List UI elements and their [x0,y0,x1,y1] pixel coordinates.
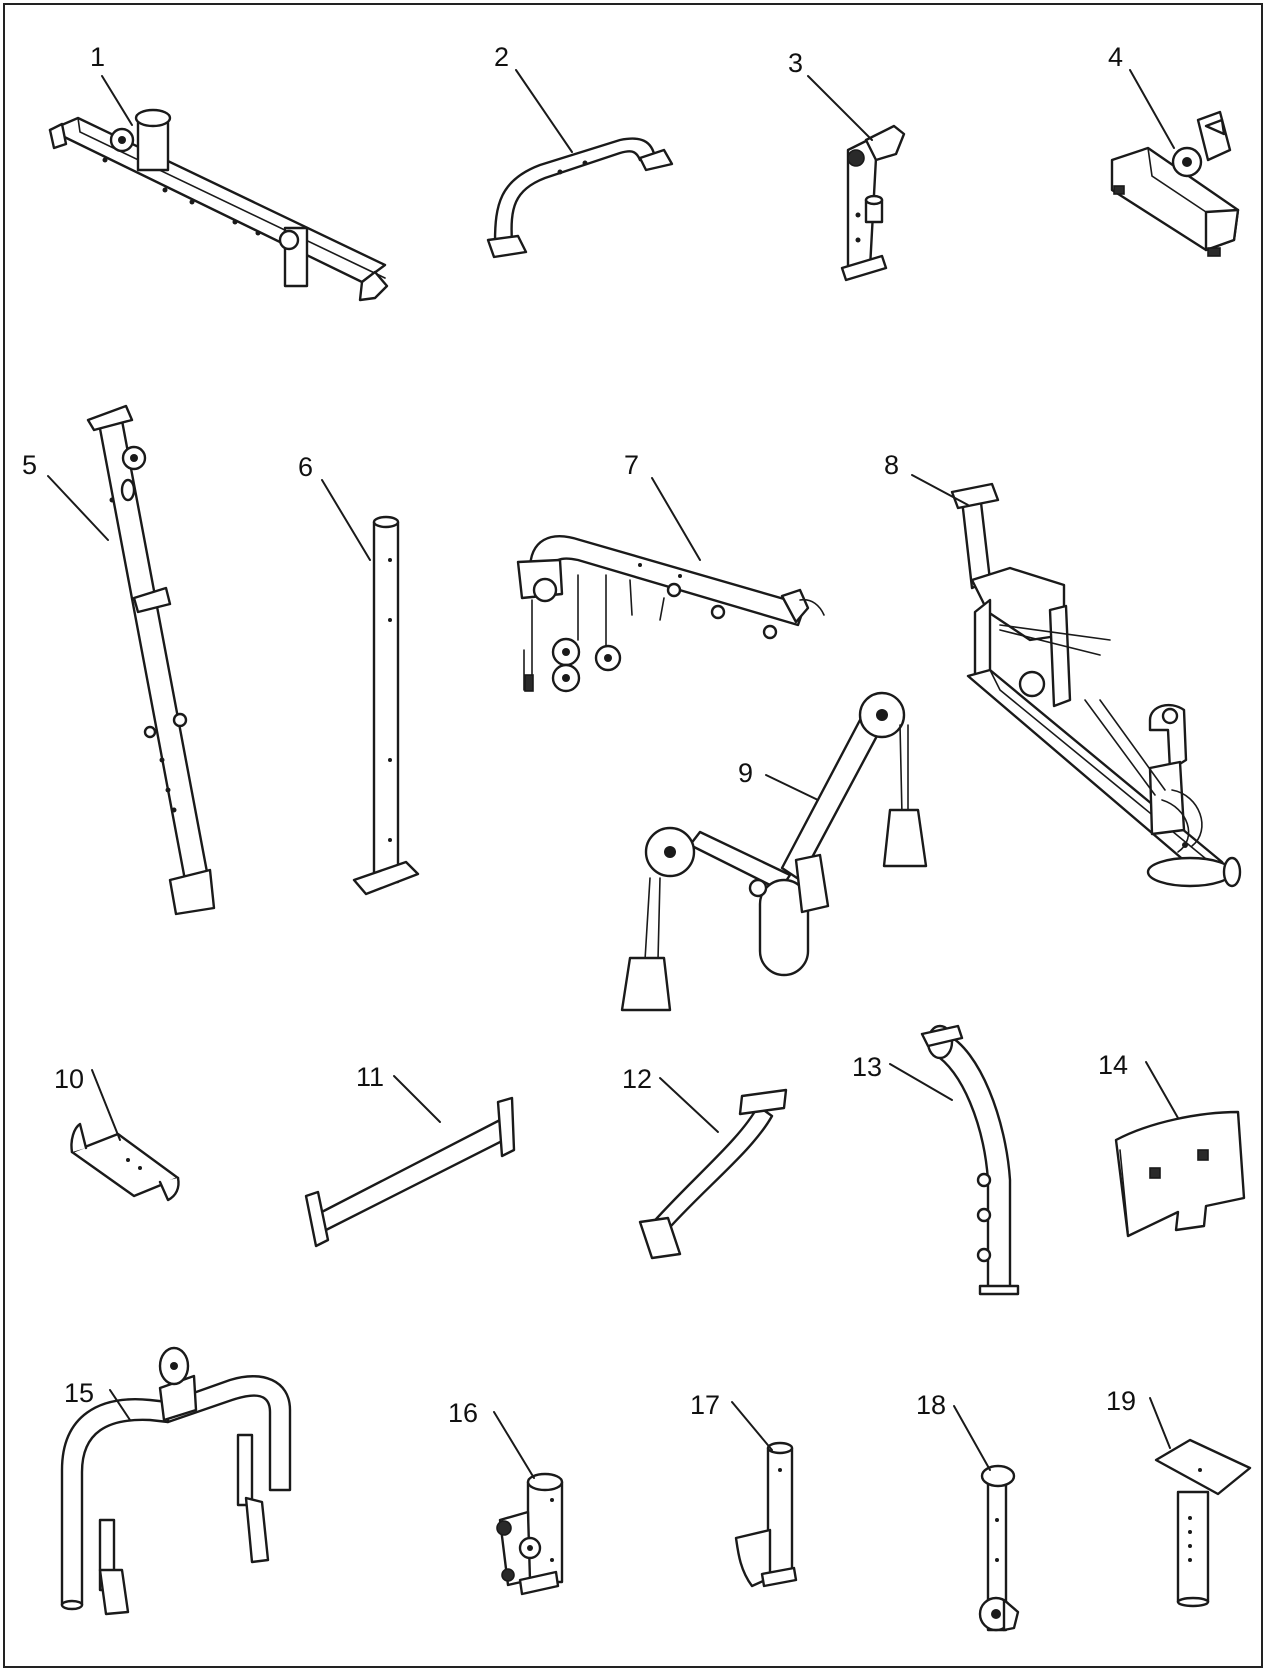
part-number-6: 6 [298,452,313,482]
part-8-drawing [950,482,1242,888]
part-number-7: 7 [624,450,639,480]
part-number-18: 18 [916,1390,946,1420]
leader-lines [47,69,1179,1479]
part-5-drawing [86,404,216,916]
part-number-2: 2 [494,42,509,72]
part-number-labels: 1 2 3 4 5 6 7 8 9 10 11 12 13 14 15 16 1… [22,42,1136,1428]
part-7-drawing [516,535,825,693]
part-number-19: 19 [1106,1386,1136,1416]
part-2-drawing [486,137,674,259]
part-11-drawing [304,1096,516,1248]
part-number-12: 12 [622,1064,652,1094]
part-1-drawing [48,108,389,302]
part-4-drawing [1110,110,1240,257]
part-16-drawing [496,1472,564,1596]
part-3-drawing [840,124,906,282]
part-9-drawing [620,691,928,1012]
part-number-5: 5 [22,450,37,480]
part-18-drawing [978,1464,1020,1632]
part-number-11: 11 [356,1062,384,1092]
part-number-14: 14 [1098,1050,1128,1080]
part-number-10: 10 [54,1064,84,1094]
part-17-drawing [734,1441,798,1588]
part-19-drawing [1154,1438,1252,1608]
part-10-drawing [70,1122,180,1202]
part-number-9: 9 [738,758,753,788]
part-15-drawing [60,1346,292,1616]
part-number-4: 4 [1108,42,1123,72]
part-number-3: 3 [788,48,803,78]
part-number-15: 15 [64,1378,94,1408]
part-number-17: 17 [690,1390,720,1420]
part-number-8: 8 [884,450,899,480]
part-number-1: 1 [90,42,105,72]
part-14-drawing [1114,1110,1246,1238]
part-12-drawing [638,1088,788,1260]
part-6-drawing [352,515,420,896]
part-number-16: 16 [448,1398,478,1428]
part-number-13: 13 [852,1052,882,1082]
part-13-drawing [920,1024,1020,1296]
